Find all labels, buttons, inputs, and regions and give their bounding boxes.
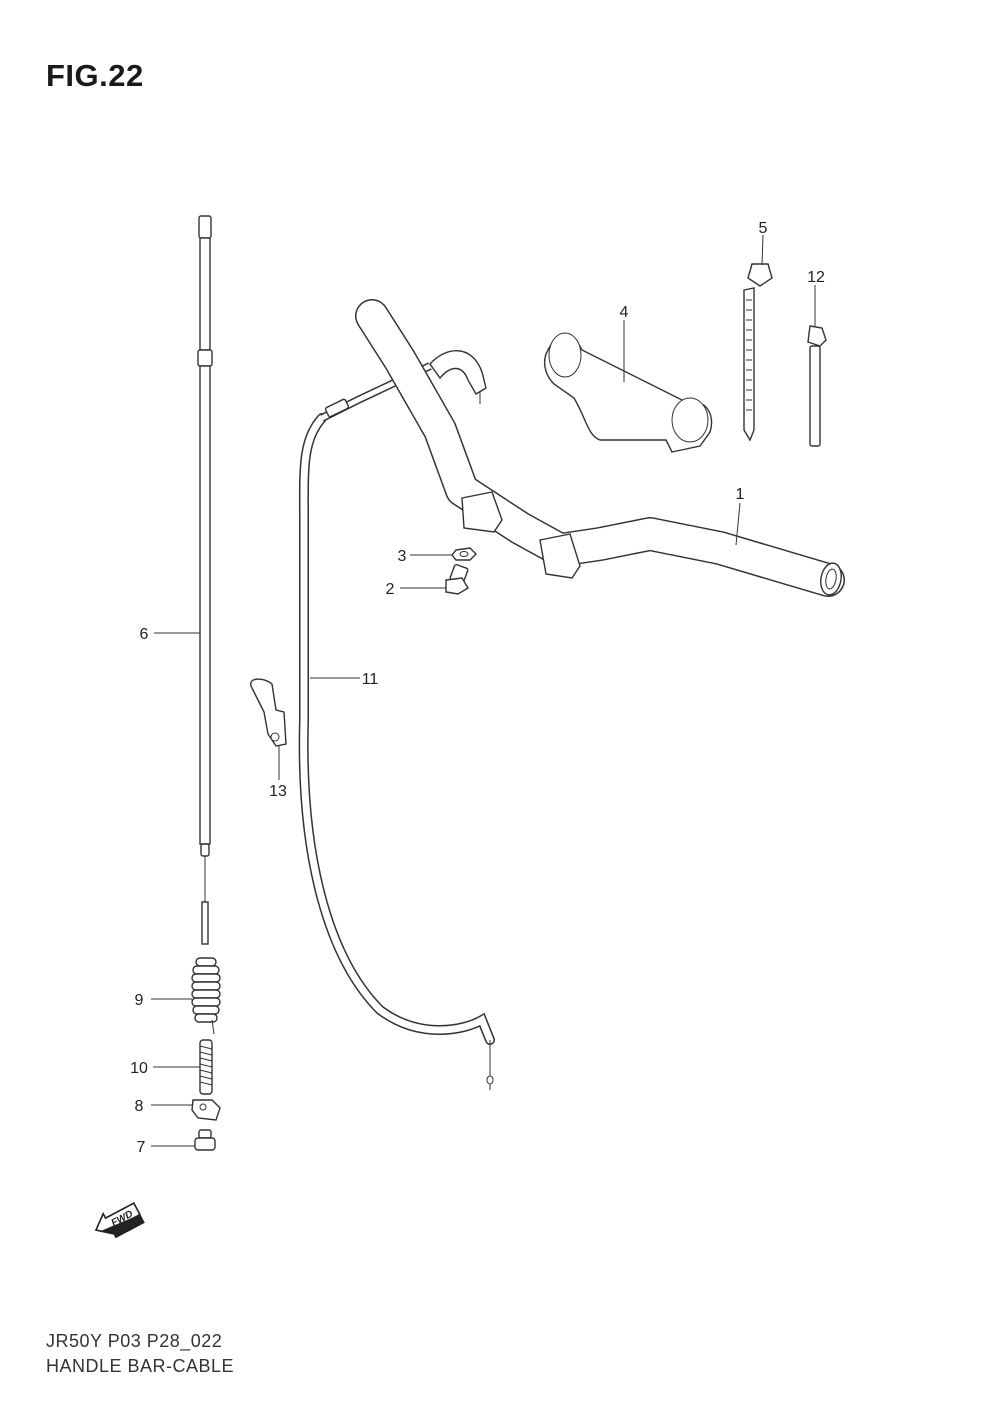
callout-8: 8 [135, 1098, 144, 1115]
throttle-cable-drawing [197, 215, 213, 945]
nut-drawing [451, 547, 477, 561]
diagram-name: HANDLE BAR-CABLE [46, 1356, 235, 1376]
cable-tie-drawing [807, 325, 827, 447]
callout-2: 2 [386, 581, 395, 598]
callout-4: 4 [620, 304, 629, 321]
clamp-tie-drawing [743, 263, 773, 442]
cable-clamp-drawing [250, 678, 287, 747]
brake-cable-drawing [298, 362, 495, 1090]
callout-3: 3 [398, 548, 407, 565]
callout-10: 10 [130, 1060, 148, 1077]
callout-12: 12 [807, 269, 825, 286]
callout-7: 7 [137, 1139, 146, 1156]
adjuster-nut-drawing [194, 1129, 216, 1151]
handlebar-cover-drawing [543, 332, 713, 453]
callout-13: 13 [269, 783, 287, 800]
cable-joint-drawing [191, 1099, 221, 1121]
callout-9: 9 [135, 992, 144, 1009]
fwd-arrow-icon: FWD [94, 1202, 145, 1239]
leader-lines [151, 234, 816, 1147]
figure-title: FIG.22 [46, 58, 144, 93]
boot-drawing [191, 957, 221, 1035]
bolt-drawing [445, 563, 469, 595]
handlebar-drawing [355, 299, 845, 597]
callout-1: 1 [736, 486, 745, 503]
callout-5: 5 [759, 220, 768, 237]
callout-6: 6 [140, 626, 149, 643]
spring-drawing [199, 1039, 213, 1095]
callout-11: 11 [362, 671, 379, 688]
diagram-code: JR50Y P03 P28_022 [46, 1331, 223, 1351]
